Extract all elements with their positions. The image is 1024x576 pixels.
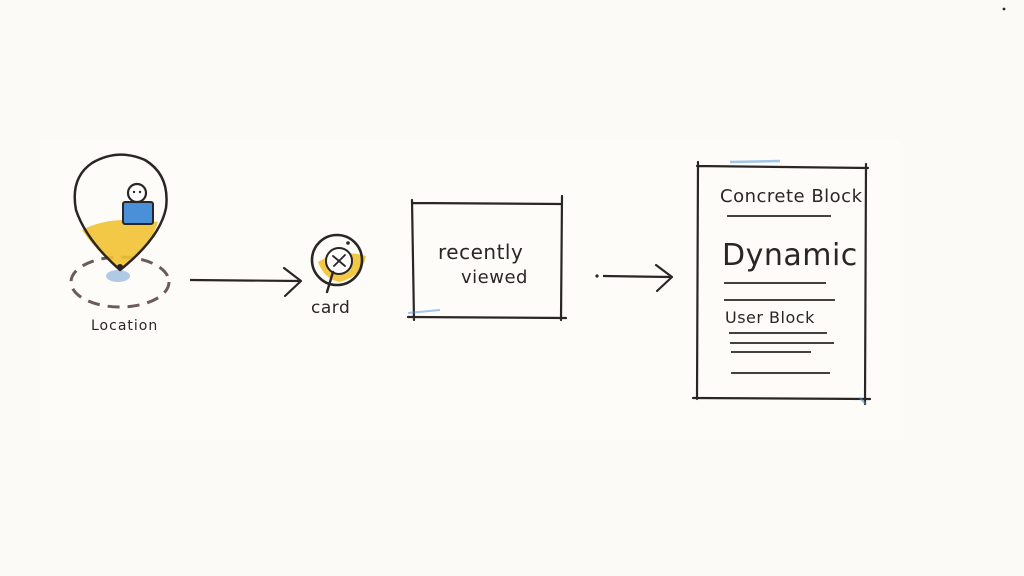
pin-outline (73, 153, 168, 272)
dynamic-page-document (691, 159, 872, 406)
location-shadow (106, 270, 130, 282)
magnifier-icon (310, 233, 366, 294)
arrow-location-to-card (189, 266, 303, 298)
pin-tip (117, 264, 123, 270)
magnifier-handle (325, 270, 335, 294)
location-pin-icon (69, 153, 171, 309)
location-label: Location (91, 318, 159, 334)
viewed-label: viewed (461, 267, 528, 288)
arrow-recent-to-dynamic (595, 263, 674, 293)
pin-yellow-fill (82, 219, 158, 270)
magnifier-outer-ring (310, 233, 364, 287)
location-area-dashed-ellipse (69, 255, 171, 309)
person-icon (122, 182, 154, 225)
card-label: card (311, 298, 351, 318)
person-head (126, 182, 148, 204)
recently-label: recently (438, 240, 524, 264)
user-block-label: User Block (725, 308, 815, 327)
paper-panel (40, 140, 900, 440)
recently-viewed-box (406, 194, 568, 322)
concrete-block-label: Concrete Block (720, 186, 863, 207)
person-body (122, 201, 154, 225)
dynamic-label: Dynamic (722, 238, 858, 273)
